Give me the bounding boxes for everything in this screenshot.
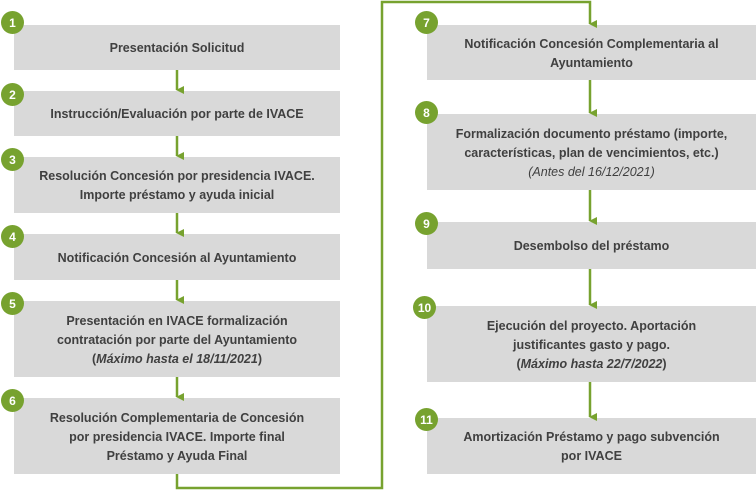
step-9-box: Desembolso del préstamo: [427, 222, 756, 269]
step-text: Instrucción/Evaluación por parte de IVAC…: [50, 107, 304, 121]
step-number-badge: 10: [413, 296, 436, 319]
step-number-badge: 2: [1, 83, 24, 106]
step-text: Ejecución del proyecto. Aportación: [486, 318, 697, 333]
step-text: Importe préstamo y ayuda inicial: [79, 188, 275, 202]
step-text: Resolución Concesión por presidencia IVA…: [39, 169, 315, 183]
step-number-badge: 4: [1, 225, 24, 248]
step-number-badge: 7: [415, 11, 438, 34]
step-8-box: Formalización documento préstamo (import…: [427, 114, 756, 190]
step-text: Préstamo y Ayuda Final: [106, 448, 248, 463]
step-deadline: (Máximo hasta el 18/11/2021): [91, 351, 262, 366]
step-text: Presentación en IVACE formalización: [66, 313, 288, 328]
step-10-box: Ejecución del proyecto. Aportación justi…: [427, 306, 756, 382]
step-text: Ayuntamiento: [550, 55, 633, 70]
step-text: contratación por parte del Ayuntamiento: [56, 332, 298, 347]
step-number-badge: 1: [1, 11, 24, 34]
step-text: Notificación Concesión al Ayuntamiento: [57, 250, 297, 265]
step-7-box: Notificación Concesión Complementaria al…: [427, 25, 756, 80]
step-11-box: Amortización Préstamo y pago subvención …: [427, 418, 756, 474]
step-number-badge: 5: [1, 292, 24, 315]
step-deadline: (Máximo hasta 22/7/2022): [516, 356, 667, 371]
step-text: Amortización Préstamo y pago subvención: [463, 430, 720, 444]
step-text: justificantes gasto y pago.: [513, 337, 670, 352]
step-text: Notificación Concesión Complementaria al: [464, 36, 719, 51]
step-text: Resolución Complementaria de Concesión: [49, 410, 305, 425]
step-text: por presidencia IVACE. Importe final: [69, 429, 285, 444]
step-3-box: Resolución Concesión por presidencia IVA…: [14, 157, 340, 213]
step-number-badge: 3: [1, 148, 24, 171]
step-text: Desembolso del préstamo: [513, 239, 670, 253]
step-5-box: Presentación en IVACE formalización cont…: [14, 301, 340, 377]
step-deadline: (Antes del 16/12/2021): [528, 164, 655, 179]
step-2-box: Instrucción/Evaluación por parte de IVAC…: [14, 91, 340, 136]
step-number-badge: 6: [1, 389, 24, 412]
step-text: Formalización documento préstamo (import…: [455, 126, 728, 141]
step-text: por IVACE: [561, 449, 622, 463]
step-text: características, plan de vencimientos, e…: [464, 145, 719, 160]
step-6-box: Resolución Complementaria de Concesión p…: [14, 398, 340, 474]
step-1-box: Presentación Solicitud: [14, 25, 340, 70]
step-4-box: Notificación Concesión al Ayuntamiento: [14, 234, 340, 280]
step-number-badge: 8: [415, 101, 438, 124]
step-number-badge: 9: [415, 212, 438, 235]
step-text: Presentación Solicitud: [109, 41, 245, 55]
step-number-badge: 11: [415, 408, 438, 431]
